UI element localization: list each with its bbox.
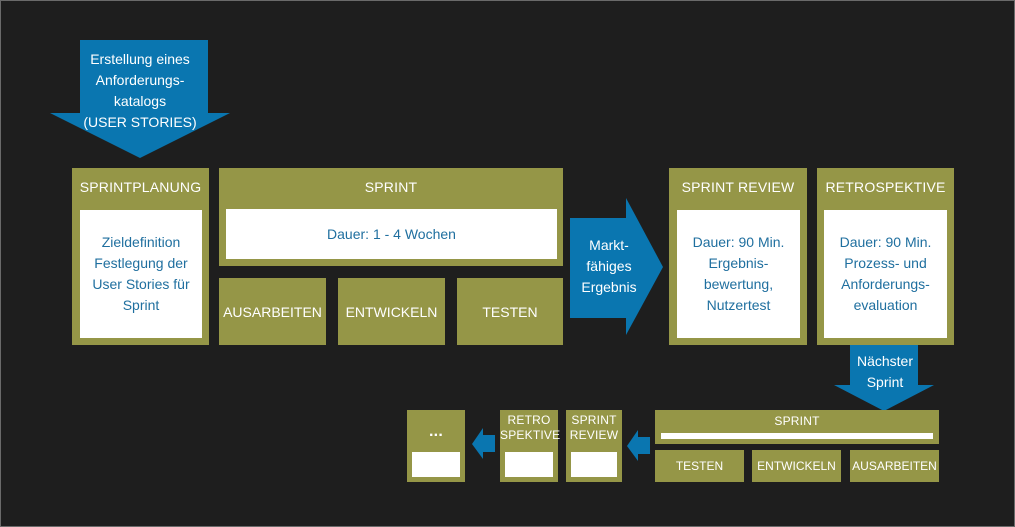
sprintplanung-body: Zieldefinition Festlegung der User Stori… <box>80 210 202 338</box>
sprint-review-title: SPRINT REVIEW <box>681 179 795 195</box>
small-sprint-review-title: SPRINT REVIEW <box>569 413 619 442</box>
next-sprint-box: SPRINT <box>655 410 939 444</box>
small-retrospektive-title: RETRO SPEKTIVE <box>500 413 561 442</box>
next-sprint-title: SPRINT <box>774 414 820 428</box>
naechster-sprint-arrow <box>834 345 934 411</box>
sprintplanung-title: SPRINTPLANUNG <box>79 179 202 195</box>
marktfaehiges-ergebnis-label: Markt- fähiges Ergebnis <box>581 237 637 295</box>
marktfaehiges-ergebnis-arrow <box>570 198 663 335</box>
retrospektive-body: Dauer: 90 Min. Prozess- und Anforderungs… <box>824 210 947 338</box>
sprint-step-entwickeln: ENTWICKELN <box>338 278 445 345</box>
small-sprint-review-body <box>571 452 617 477</box>
user-stories-arrow-label: Erstellung eines Anforderungs- katalogs … <box>83 51 197 130</box>
ellipsis-box: ... <box>407 410 465 482</box>
sprintplanung-box: SPRINTPLANUNG Zieldefinition Festlegung … <box>72 168 209 345</box>
ellipsis-title: ... <box>429 423 443 440</box>
retrospektive-title: RETROSPEKTIVE <box>825 179 946 195</box>
sprint-review-box: SPRINT REVIEW Dauer: 90 Min. Ergebnis- b… <box>669 168 807 345</box>
small-left-arrow-2 <box>472 428 495 459</box>
sprint-review-body: Dauer: 90 Min. Ergebnis- bewertung, Nutz… <box>677 210 800 338</box>
small-left-arrow-1 <box>627 430 650 461</box>
sprint-step-testen: TESTEN <box>457 278 563 345</box>
next-sprint-bar <box>661 433 933 439</box>
retrospektive-box: RETROSPEKTIVE Dauer: 90 Min. Prozess- un… <box>817 168 954 345</box>
sprint-box: SPRINT Dauer: 1 - 4 Wochen <box>219 168 563 266</box>
naechster-sprint-label: Nächster Sprint <box>856 353 914 390</box>
next-sprint-step-ausarbeiten: AUSARBEITEN <box>850 450 939 482</box>
ellipsis-body <box>412 452 460 477</box>
small-retrospektive-body <box>505 452 553 477</box>
sprint-step-ausarbeiten: AUSARBEITEN <box>219 278 326 345</box>
small-retrospektive-box: RETRO SPEKTIVE <box>500 410 561 482</box>
sprint-title: SPRINT <box>364 179 418 195</box>
next-sprint-step-entwickeln: ENTWICKELN <box>752 450 841 482</box>
next-sprint-step-testen: TESTEN <box>655 450 744 482</box>
user-stories-arrow <box>50 40 230 158</box>
sprint-duration: Dauer: 1 - 4 Wochen <box>226 209 557 259</box>
small-sprint-review-box: SPRINT REVIEW <box>566 410 622 482</box>
